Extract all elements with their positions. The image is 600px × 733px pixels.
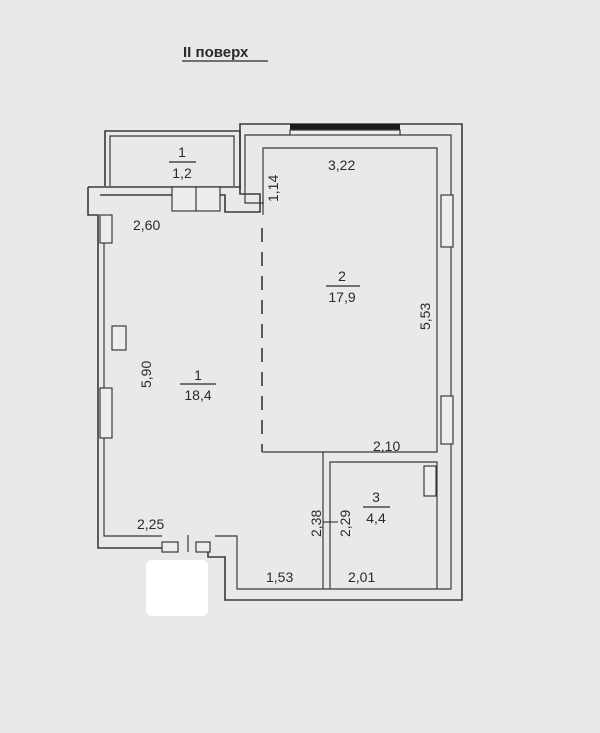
entry-post-left bbox=[161, 541, 179, 553]
bath-window bbox=[423, 465, 437, 497]
room-area: 4,4 bbox=[366, 510, 386, 526]
outer-walls bbox=[87, 123, 463, 601]
room-label-balcony: 1 1,2 bbox=[169, 144, 196, 181]
room-number: 2 bbox=[338, 268, 346, 284]
dimension-2-60: 2,60 bbox=[133, 217, 160, 233]
dimension-2-38: 2,38 bbox=[308, 510, 324, 537]
entry-post-right bbox=[195, 541, 211, 553]
floor-title: ІІ поверх bbox=[183, 44, 249, 61]
dimension-5-53: 5,53 bbox=[417, 303, 433, 330]
room-area: 1,2 bbox=[172, 165, 192, 181]
dimension-5-90: 5,90 bbox=[138, 361, 154, 388]
right-window-lower bbox=[440, 395, 454, 445]
right-window-upper bbox=[440, 194, 454, 248]
top-window bbox=[290, 124, 400, 130]
dimension-1-53: 1,53 bbox=[266, 569, 293, 585]
room-number: 1 bbox=[194, 367, 202, 383]
interior-walls bbox=[261, 147, 438, 589]
room-number: 1 bbox=[178, 144, 186, 160]
dimension-3-22: 3,22 bbox=[328, 157, 355, 173]
dimension-1-14: 1,14 bbox=[265, 175, 281, 202]
dimension-2-29: 2,29 bbox=[337, 510, 353, 537]
room-label-1: 1 18,4 bbox=[180, 367, 216, 403]
redaction-patch bbox=[146, 560, 208, 616]
dimension-2-01: 2,01 bbox=[348, 569, 375, 585]
left-window-upper bbox=[99, 214, 113, 244]
room-area: 18,4 bbox=[184, 387, 211, 403]
left-window-lower bbox=[99, 387, 113, 439]
room-label-3: 3 4,4 bbox=[363, 489, 390, 526]
dimension-2-10: 2,10 bbox=[373, 438, 400, 454]
room-area: 17,9 bbox=[328, 289, 355, 305]
dimension-2-25: 2,25 bbox=[137, 516, 164, 532]
room-label-2: 2 17,9 bbox=[326, 268, 360, 305]
room-number: 3 bbox=[372, 489, 380, 505]
top-window-sill bbox=[289, 129, 401, 136]
left-radiator bbox=[111, 325, 127, 351]
